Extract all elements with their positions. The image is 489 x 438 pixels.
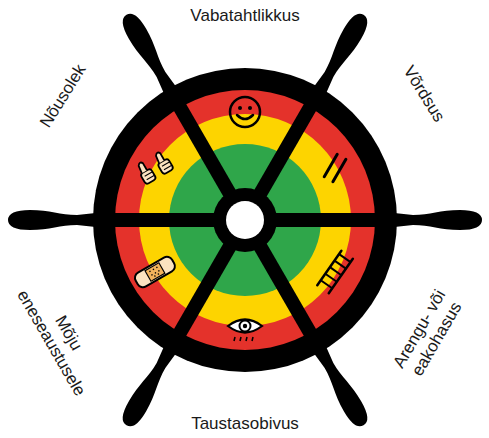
thumb-finger — [154, 152, 164, 164]
thumb-up — [152, 150, 173, 175]
thumb-finger — [137, 162, 147, 174]
eye-lash — [234, 337, 235, 341]
wheel-hub — [213, 188, 277, 252]
bandage-pad — [145, 263, 165, 281]
eye-iris — [240, 321, 251, 332]
spoke-label: Mõju eneseaustusele — [13, 275, 108, 400]
wheel-rim — [93, 68, 397, 372]
bandage-dot — [154, 272, 156, 274]
smiley-eye — [248, 106, 252, 110]
eye-lash — [246, 337, 247, 341]
bandage-dot — [149, 270, 151, 272]
smiley-mouth — [237, 115, 253, 119]
bandage-dot — [152, 268, 154, 270]
smiley-eye — [238, 106, 242, 110]
hub-hole — [226, 201, 264, 239]
ship-wheel — [8, 10, 482, 430]
bandage-dot — [154, 275, 156, 277]
thumb-knuckle — [145, 172, 153, 177]
ladder-rail — [329, 259, 353, 293]
bandage-dot — [151, 274, 153, 276]
bandage-strip — [133, 255, 177, 290]
bandage-dot — [158, 270, 160, 272]
ladder-rung — [321, 280, 332, 288]
spoke-label: Arengu- või eakohasus — [386, 281, 470, 387]
ladder-rung — [334, 261, 345, 269]
wheel-handle — [8, 210, 105, 230]
thumbs-up-icon — [135, 150, 174, 185]
bandage-dot — [157, 273, 159, 275]
ladder-rung — [330, 267, 341, 275]
ladder-icon — [317, 251, 353, 293]
thumb-knuckle — [147, 175, 155, 180]
equal-bar — [324, 154, 337, 177]
ladder-rung — [325, 274, 336, 282]
thumb-up — [135, 160, 156, 185]
smiley-icon — [230, 97, 260, 127]
spoke-label: Nõusolek — [36, 61, 90, 131]
spoke-label: Võrdsus — [399, 62, 449, 125]
thumb-knuckle — [162, 162, 170, 167]
spoke-label: Vabatahtlikkus — [190, 6, 299, 26]
equal-bar — [333, 159, 346, 182]
ladder-rung — [339, 254, 350, 262]
eye-outline — [228, 320, 262, 333]
bandage-icon — [133, 255, 177, 290]
eye-lash — [240, 337, 241, 341]
smiley-face — [230, 97, 260, 127]
thumb-knuckle — [164, 165, 172, 170]
equal-sign-icon — [324, 154, 346, 182]
eye-lash — [252, 337, 253, 341]
eye-pupil — [243, 324, 247, 328]
eye-icon — [228, 320, 262, 342]
wheel-handle — [385, 210, 482, 230]
spoke-label: Taustasobivus — [191, 414, 299, 434]
bandage-dot — [156, 266, 158, 268]
